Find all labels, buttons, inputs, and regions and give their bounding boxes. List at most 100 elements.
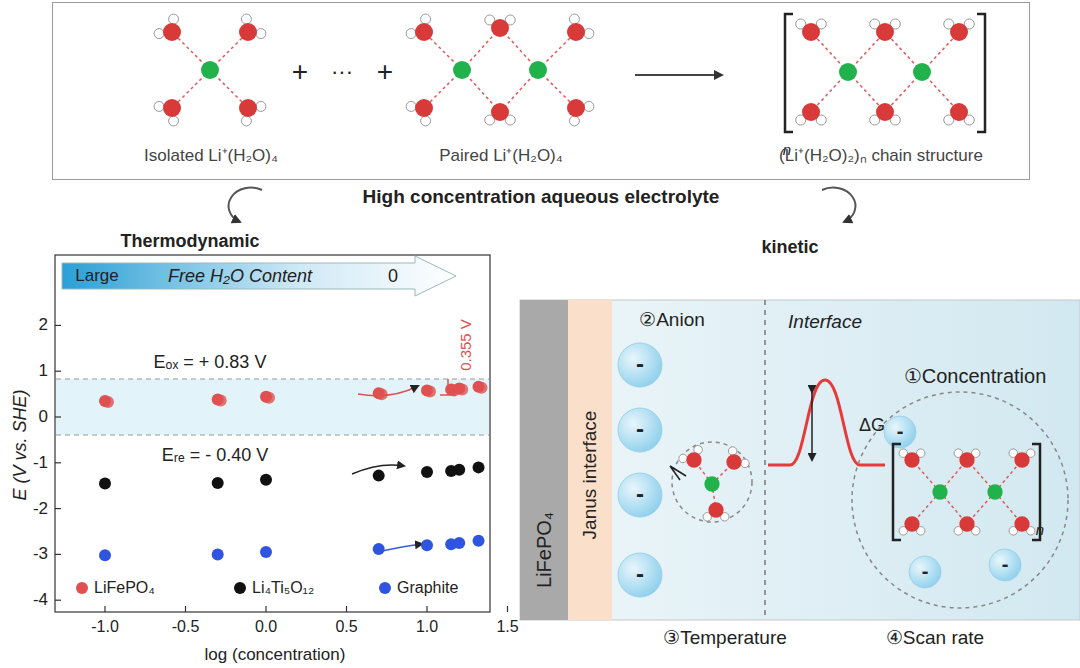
label: ④Scan rate [886,627,984,649]
bracket [893,444,901,540]
legend-swatch [234,582,246,594]
charge-sign: - [1002,553,1009,576]
lithium-ion [913,63,931,81]
oxygen [491,103,509,121]
oxygen [1014,516,1029,531]
oxygen [802,103,820,121]
label: 0.0 [255,618,277,636]
hydrogen [241,14,251,24]
hydrogen [569,116,579,126]
shape [426,606,427,612]
oxygen [163,23,181,41]
label: n [1036,521,1044,538]
label: Eₒₓ = + 0.83 V [154,352,267,373]
legend-text: LiFePO₄ [94,579,155,597]
label: Free H₂O Content [168,266,312,287]
data-point [373,543,385,555]
data-point [212,477,224,489]
oxygen [567,23,585,41]
shape [55,508,61,509]
charge-sign: - [636,560,644,588]
label: kinetic [761,237,818,258]
charge-sign: - [897,420,904,443]
oxygen [686,452,701,467]
anion [909,556,941,588]
hydrogen [154,101,164,111]
data-point [376,388,388,400]
oxygen [1014,452,1029,467]
shape [265,606,266,612]
interface-label: Janus interface [579,411,601,540]
label: -4 [33,590,48,610]
shape [55,325,61,326]
hydrogen [679,454,688,463]
label: ··· [331,59,353,84]
anion [618,473,662,517]
structure-label: (Li⁺(H₂O)₂)ₙ chain structure [779,146,983,166]
data-point [476,382,488,394]
label: + [377,56,393,88]
data-point [453,537,465,549]
label: 1.5 [496,618,518,636]
structure-label: Isolated Li⁺(H₂O)₄ [144,146,278,166]
label: 0.355 V [457,319,474,371]
label: 0.5 [335,618,357,636]
label: -1.0 [91,618,119,636]
structure-label: Paired Li⁺(H₂O)₄ [439,146,562,166]
anion [618,553,662,597]
label: 1.0 [416,618,438,636]
data-point [260,474,272,486]
legend-text: Graphite [397,579,458,597]
anion [618,408,662,452]
oxygen [950,23,968,41]
structure-panel: Isolated Li⁺(H₂O)₄ Paired Li⁺(H₂O)₄ (Li⁺(H… [52,2,1030,180]
data-point [215,395,227,407]
label: High concentration aqueous electrolyte [363,186,720,208]
data-point [453,464,465,476]
data-point [456,384,468,396]
label: Large [75,266,118,286]
anion [618,343,662,387]
shape [104,606,105,612]
legend-swatch [76,582,88,594]
charge-sign: - [636,350,644,378]
label: ③Temperature [663,627,787,649]
electrode-band: LiFePO₄ [520,300,568,620]
hydrogen [406,29,416,39]
oxygen [239,99,257,117]
label: ΔG [859,415,885,436]
data-point [473,535,485,547]
shape [55,554,61,555]
oxygen [415,99,433,117]
label: 1 [39,361,48,381]
shape [55,462,61,463]
shape [507,606,508,612]
janus-band: Janus interface [568,300,612,620]
lithium-ion [704,476,719,491]
hydrogen [421,116,431,126]
label: -3 [33,545,48,565]
data-point [424,385,436,397]
label: + [292,56,308,88]
legend-text: Li₄Ti₅O₁₂ [252,579,314,597]
data-point [421,539,433,551]
electrode-label: LiFePO₄ [533,512,556,588]
data-point [260,546,272,558]
shape [185,606,186,612]
label: -2 [33,499,48,519]
anion [989,549,1021,581]
bracket [977,14,985,132]
oxygen [876,103,894,121]
hydrogen [741,459,750,468]
hydrogen [728,447,737,456]
shape [55,416,61,417]
shape [346,606,347,612]
label: 0 [388,266,398,287]
label: E (V vs. SHE) [10,389,31,500]
charge-sign: - [636,480,644,508]
label: log (concentration) [205,645,346,665]
oxygen [415,23,433,41]
data-point [373,470,385,482]
label: -0.5 [172,618,200,636]
label: 0 [39,407,48,427]
